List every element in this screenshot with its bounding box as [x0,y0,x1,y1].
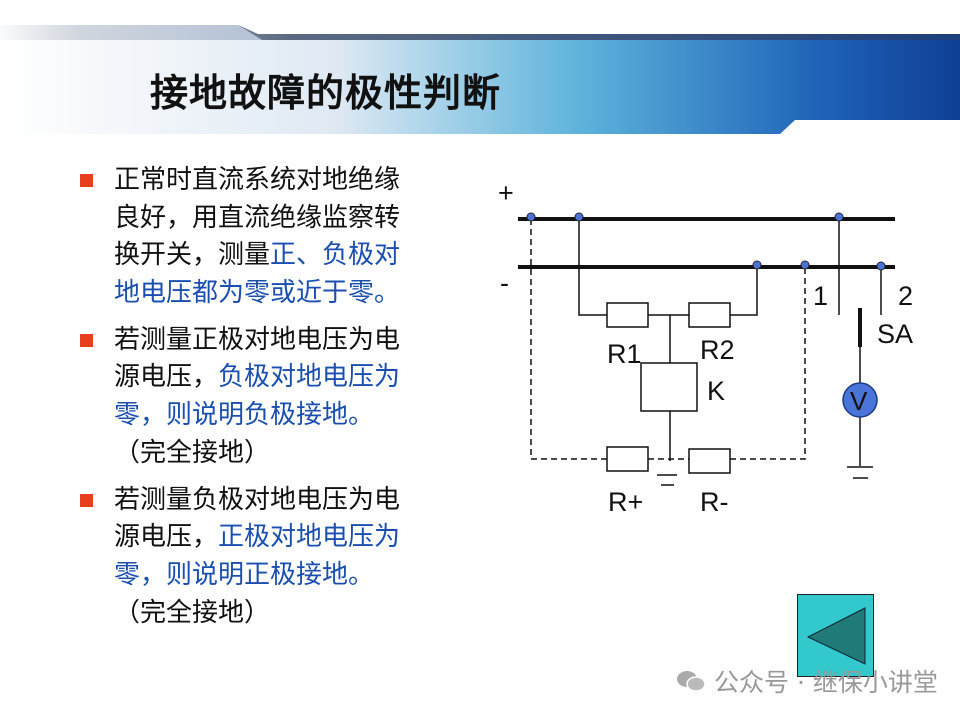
label-v: V [850,386,868,416]
bullet-square-icon [80,174,93,187]
header-banner [0,25,960,134]
body-text: 源电压， [114,522,219,553]
label-r2: R2 [700,335,735,365]
label-pos2: 2 [898,281,913,311]
bullet-line: 若测量负极对地电压为电 [78,482,478,520]
highlight-text: 零，则说明正极接地。 [114,559,375,590]
highlight-text: 负极对地电压为 [218,362,401,393]
watermark: 公众号 · 继保小讲堂 [676,663,938,699]
bullet-line: 换开关，测量正、负极对 [78,237,478,275]
resistor-r2 [688,302,731,328]
bullet-line: 正常时直流系统对地绝缘 [78,162,478,200]
node-dot [800,260,810,270]
highlight-text: 地电压都为零或近于零。 [114,278,401,309]
resistor-rminus [688,448,731,474]
bullet-line: 源电压，负极对地电压为 [78,359,478,397]
body-text: 换开关，测量 [114,240,271,271]
node-dot [834,212,844,222]
resistor-r1 [606,302,649,328]
node-dot [574,212,584,222]
resistor-rplus [606,446,649,472]
body-text: 良好，用直流绝缘监察转 [114,202,401,233]
watermark-text: 公众号 · 继保小讲堂 [714,668,938,697]
insulation-dashed-path [530,219,806,460]
previous-slide-button[interactable] [797,594,874,677]
body-text: 若测量正极对地电压为电 [114,324,401,355]
node-dot [752,260,762,270]
node-dot [876,261,886,271]
bridge-wire [578,219,758,461]
triangle-left-icon [806,607,866,665]
bullet-line: （完全接地） [78,435,478,473]
node-dot [526,212,536,222]
label-k: K [707,376,725,406]
label-rminus: R- [700,487,729,517]
bullet-square-icon [80,493,93,507]
bullet-line: 零，则说明负极接地。 [78,397,478,435]
body-text: （完全接地） [114,597,271,628]
switch-wires [838,219,882,466]
label-rplus: R+ [608,487,643,517]
highlight-text: 正极对地电压为 [218,522,401,553]
label-minus: - [500,268,509,298]
bullet-line: （完全接地） [78,595,478,633]
bullet-line: 源电压，正极对地电压为 [78,519,478,557]
bullet-line: 零，则说明正极接地。 [78,557,478,595]
bullet-line: 良好，用直流绝缘监察转 [78,200,478,238]
ground-icon [657,474,677,486]
highlight-text: 正、负极对 [270,240,401,271]
label-sa: SA [877,319,913,349]
highlight-text: 零，则说明负极接地。 [114,400,375,431]
ground-icon [847,466,873,479]
bullet-square-icon [80,333,93,347]
voltmeter-icon [842,382,878,418]
relay-k [640,362,698,412]
body-text: 源电压， [114,362,219,393]
label-r1: R1 [607,339,642,369]
body-text: （完全接地） [114,437,271,468]
body-text: 正常时直流系统对地绝缘 [114,165,401,195]
wechat-icon [677,671,706,692]
label-plus: + [498,178,514,208]
body-text: 若测量负极对地电压为电 [114,484,401,515]
bullet-list: 正常时直流系统对地绝缘良好，用直流绝缘监察转换开关，测量正、负极对地电压都为零或… [78,162,478,632]
label-pos1: 1 [813,281,828,311]
slide-title: 接地故障的极性判断 [150,71,502,115]
bullet-line: 地电压都为零或近于零。 [78,275,478,313]
bullet-line: 若测量正极对地电压为电 [78,322,478,360]
